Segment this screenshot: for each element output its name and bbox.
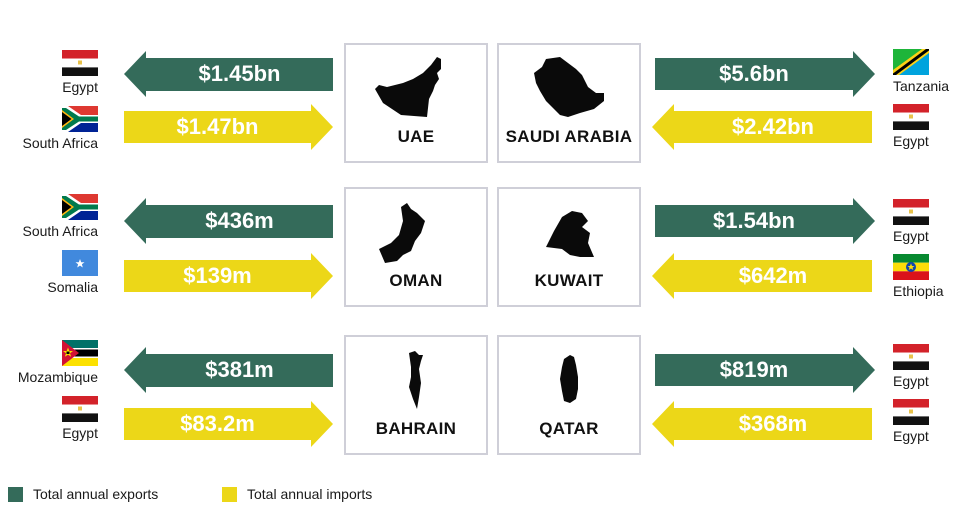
tanzania-flag-icon xyxy=(893,49,929,75)
qatar-map-icon xyxy=(499,347,639,417)
uae-imports-arrow: $1.47bn xyxy=(124,104,333,150)
uae-map-icon xyxy=(346,55,486,125)
legend-exports: Total annual exports xyxy=(8,486,158,502)
saudi-arabia-import-partner: Egypt xyxy=(893,104,960,149)
uae-import-partner: South Africa xyxy=(0,106,98,151)
bahrain-import-partner: Egypt xyxy=(0,396,98,441)
uae-exports-value: $1.45bn xyxy=(198,61,281,86)
qatar-imports-value: $368m xyxy=(738,411,808,436)
kuwait-imports-value: $642m xyxy=(738,263,808,288)
ethiopia-flag-icon xyxy=(893,254,929,280)
bahrain-exports-arrow: $381m xyxy=(124,347,333,393)
partner-label: Egypt xyxy=(62,79,98,95)
kuwait-box: KUWAIT xyxy=(497,187,641,307)
partner-label: South Africa xyxy=(22,223,99,239)
saudi-arabia-box: SAUDI ARABIA xyxy=(497,43,641,163)
saudi-arabia-exports-value: $5.6bn xyxy=(719,61,789,86)
qatar-exports-value: $819m xyxy=(719,357,789,382)
egypt-flag-icon xyxy=(62,396,98,422)
oman-box: OMAN xyxy=(344,187,488,307)
bahrain-box: BAHRAIN xyxy=(344,335,488,455)
legend-imports: Total annual imports xyxy=(222,486,372,502)
south-africa-flag-icon xyxy=(62,194,98,220)
egypt-flag-icon xyxy=(893,399,929,425)
partner-label: Tanzania xyxy=(893,78,950,94)
partner-label: Ethiopia xyxy=(893,283,944,299)
oman-map-icon xyxy=(346,199,486,269)
oman-import-partner: Somalia xyxy=(0,250,98,295)
bahrain-name: BAHRAIN xyxy=(375,419,457,438)
partner-label: Mozambique xyxy=(17,369,98,385)
bahrain-imports-value: $83.2m xyxy=(180,411,255,436)
saudi-arabia-imports-arrow: $2.42bn xyxy=(652,104,872,150)
bahrain-export-partner: Mozambique xyxy=(0,340,98,385)
partner-label: Egypt xyxy=(62,425,98,441)
egypt-flag-icon xyxy=(893,344,929,370)
kuwait-export-partner: Egypt xyxy=(893,199,960,244)
oman-exports-arrow: $436m xyxy=(124,198,333,244)
uae-box: UAE xyxy=(344,43,488,163)
partner-label: Egypt xyxy=(893,428,929,444)
imports-swatch-icon xyxy=(222,486,237,502)
qatar-export-partner: Egypt xyxy=(893,344,960,389)
legend-imports-label: Total annual imports xyxy=(247,486,373,502)
exports-swatch-icon xyxy=(8,486,23,502)
uae-imports-value: $1.47bn xyxy=(176,114,259,139)
qatar-box: QATAR xyxy=(497,335,641,455)
oman-imports-arrow: $139m xyxy=(124,253,333,299)
uae-exports-arrow: $1.45bn xyxy=(124,51,333,97)
partner-label: Somalia xyxy=(47,279,98,295)
qatar-imports-arrow: $368m xyxy=(652,401,872,447)
partner-label: Egypt xyxy=(893,373,929,389)
kuwait-name: KUWAIT xyxy=(534,271,604,290)
bahrain-map-icon xyxy=(346,347,486,417)
saudi-arabia-export-partner: Tanzania xyxy=(893,49,960,94)
kuwait-imports-arrow: $642m xyxy=(652,253,872,299)
legend-exports-label: Total annual exports xyxy=(33,486,159,502)
oman-exports-value: $436m xyxy=(205,208,274,233)
kuwait-import-partner: Ethiopia xyxy=(893,254,960,299)
kuwait-exports-arrow: $1.54bn xyxy=(655,198,875,244)
south-africa-flag-icon xyxy=(62,106,98,132)
qatar-name: QATAR xyxy=(539,419,599,438)
uae-export-partner: Egypt xyxy=(0,50,98,95)
qatar-import-partner: Egypt xyxy=(893,399,960,444)
partner-label: South Africa xyxy=(22,135,99,151)
oman-export-partner: South Africa xyxy=(0,194,98,239)
egypt-flag-icon xyxy=(62,50,98,76)
oman-name: OMAN xyxy=(389,271,443,290)
egypt-flag-icon xyxy=(893,104,929,130)
saudi-arabia-imports-value: $2.42bn xyxy=(732,114,814,139)
partner-label: Egypt xyxy=(893,228,929,244)
partner-label: Egypt xyxy=(893,133,929,149)
mozambique-flag-icon xyxy=(62,340,98,366)
somalia-flag-icon xyxy=(62,250,98,276)
bahrain-imports-arrow: $83.2m xyxy=(124,401,333,447)
saudi-arabia-exports-arrow: $5.6bn xyxy=(655,51,875,97)
kuwait-map-icon xyxy=(499,199,639,269)
egypt-flag-icon xyxy=(893,199,929,225)
oman-imports-value: $139m xyxy=(183,263,252,288)
qatar-exports-arrow: $819m xyxy=(655,347,875,393)
saudi-arabia-name: SAUDI ARABIA xyxy=(505,127,633,146)
uae-name: UAE xyxy=(397,127,435,146)
bahrain-exports-value: $381m xyxy=(205,357,274,382)
kuwait-exports-value: $1.54bn xyxy=(713,208,795,233)
saudi-arabia-map-icon xyxy=(499,55,639,125)
